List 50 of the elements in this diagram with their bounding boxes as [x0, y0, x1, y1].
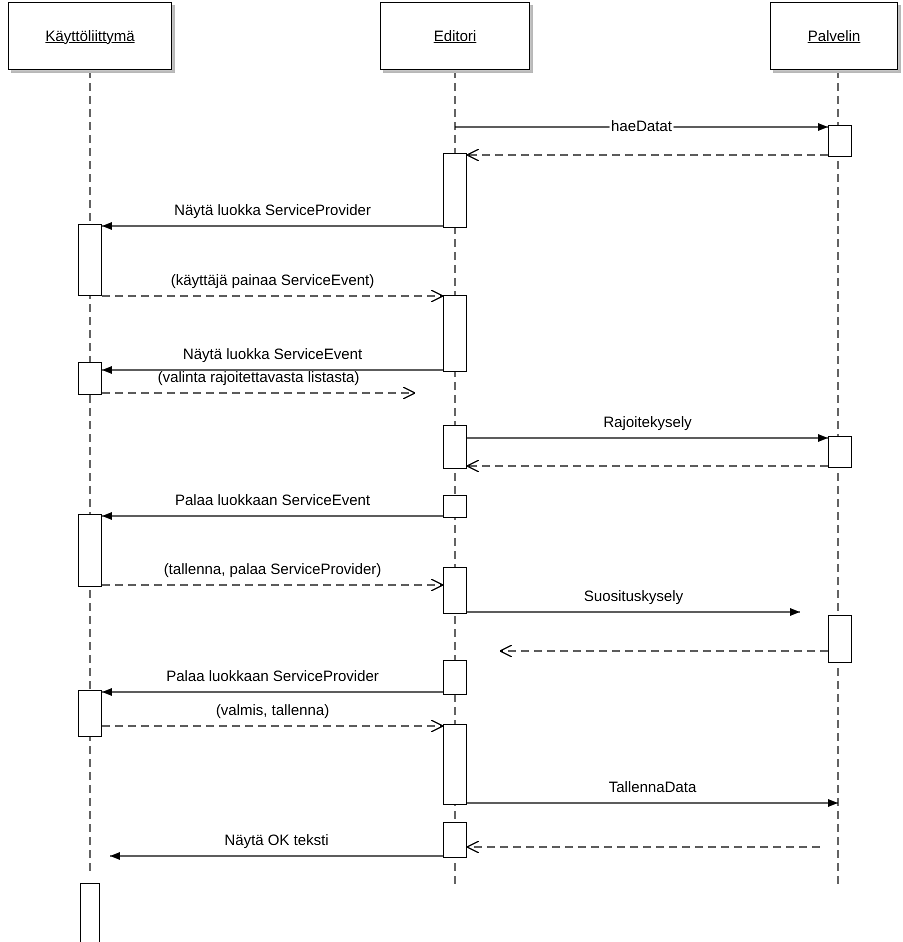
- activation-bar: [443, 724, 467, 805]
- edge-label: (valmis, tallenna): [216, 702, 330, 719]
- activation-bar: [828, 125, 852, 157]
- return-arrow: [102, 289, 444, 303]
- activation-bar: [78, 690, 102, 737]
- edge-label: TallennaData: [608, 779, 696, 796]
- activation-bar: [828, 615, 852, 663]
- activation-bar: [443, 425, 467, 469]
- activation-bar: [78, 514, 102, 587]
- activation-bar: [78, 362, 102, 395]
- activation-bar: [443, 495, 467, 518]
- lifeline-name: Editori: [434, 28, 476, 44]
- edge-label: Näytä OK teksti: [224, 832, 329, 849]
- return-arrow: [102, 719, 444, 733]
- activation-bar: [80, 883, 100, 942]
- activation-bar: [443, 660, 467, 695]
- return-arrow: [466, 840, 820, 854]
- edge-label: Näytä luokka ServiceEvent: [182, 346, 362, 363]
- message-arrow: [102, 366, 443, 374]
- return-arrow: [466, 459, 828, 473]
- edge-label: (käyttäjä painaa ServiceEvent): [170, 272, 374, 289]
- message-arrow: [102, 688, 443, 696]
- return-arrow: [102, 386, 416, 400]
- lifeline-header-box: [770, 2, 898, 70]
- edge-label: Rajoitekysely: [603, 414, 692, 431]
- message-arrow: [102, 222, 443, 230]
- lifeline-header-box: [380, 2, 530, 70]
- return-arrow: [466, 148, 828, 162]
- edge-label: (tallenna, palaa ServiceProvider): [164, 561, 382, 578]
- lifeline-header-box: [8, 2, 172, 70]
- return-arrow: [102, 578, 444, 592]
- return-arrow: [499, 644, 828, 658]
- lifeline-name: Palvelin: [808, 28, 860, 44]
- activation-bar: [78, 224, 102, 296]
- message-arrow: [110, 852, 443, 860]
- message-arrow: [102, 512, 443, 520]
- message-arrow: [467, 608, 800, 616]
- edge-label: Palaa luokkaan ServiceEvent: [174, 492, 370, 509]
- edge-label: Palaa luokkaan ServiceProvider: [166, 668, 379, 685]
- activation-bar: [443, 295, 467, 372]
- lifeline-name: Käyttöliittymä: [45, 28, 135, 44]
- activation-bar: [443, 153, 467, 228]
- edge-label: Suosituskysely: [584, 588, 684, 605]
- activation-bar: [828, 436, 852, 468]
- activation-bar: [443, 822, 467, 858]
- message-arrow: [467, 799, 838, 807]
- edge-label: (valinta rajoitettavasta listasta): [158, 369, 360, 386]
- activation-bar: [443, 567, 467, 614]
- message-arrow: [467, 434, 828, 442]
- edge-label: Näytä luokka ServiceProvider: [174, 202, 371, 219]
